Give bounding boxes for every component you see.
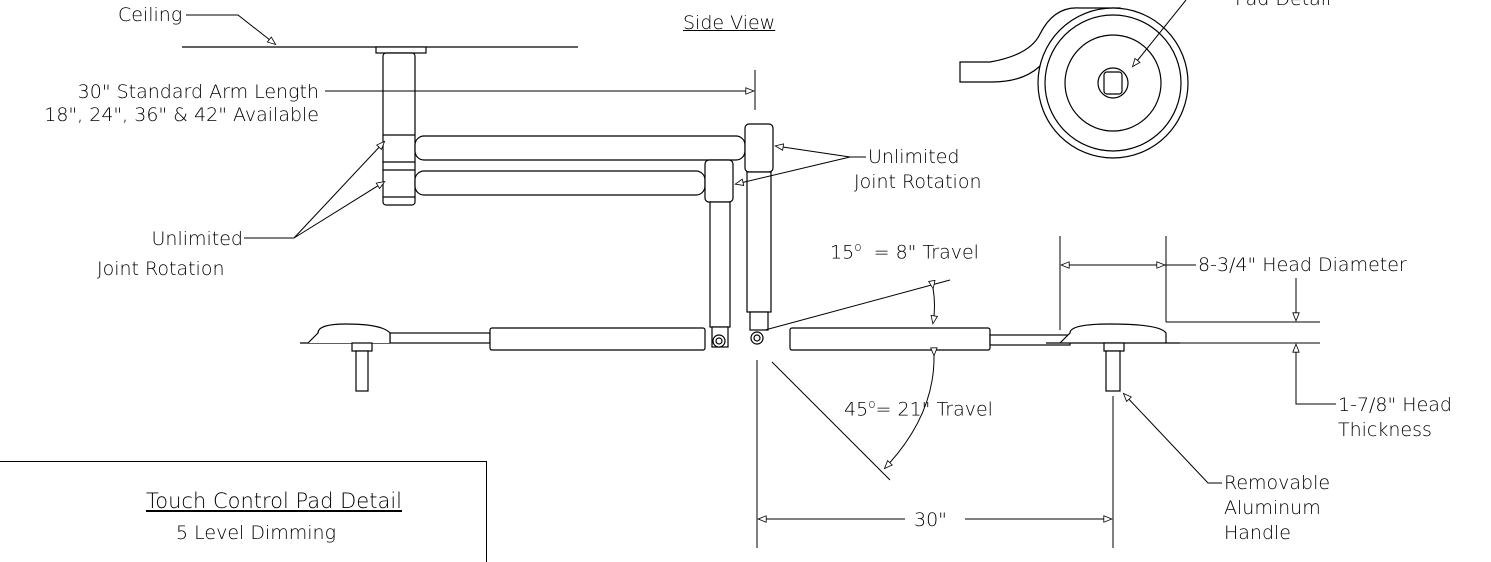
arm-length-label: 30" Standard Arm Length xyxy=(77,81,319,103)
travel-15-text: = 8" Travel xyxy=(873,241,979,264)
handle-label: Removable xyxy=(1224,472,1331,494)
available-lengths-label: 18", 24", 36" & 42" Available xyxy=(44,104,319,126)
pad-detail-label: Pad Detail xyxy=(1235,0,1331,10)
thickness-arrow-bottom xyxy=(1292,343,1336,405)
joint-leader-upper xyxy=(774,143,851,158)
degree-symbol: o xyxy=(854,240,862,254)
ceiling-label: Ceiling xyxy=(118,4,183,26)
degree-symbol: o xyxy=(868,397,876,411)
handle-label-3: Handle xyxy=(1224,522,1292,544)
reach-30-label: 30" xyxy=(914,509,947,531)
right-head-arm xyxy=(750,327,1071,351)
travel-45-text: = 21" Travel xyxy=(875,398,993,421)
pad-detail-leader xyxy=(1131,0,1187,68)
unlimited-right-label: Unlimited xyxy=(868,146,960,168)
head-diameter-label: 8-3/4" Head Diameter xyxy=(1198,254,1407,276)
joint-leader-left-2 xyxy=(293,181,386,239)
travel-45-degrees: 45 xyxy=(844,398,869,421)
joint-leader-lower xyxy=(734,156,851,186)
upper-arm xyxy=(414,123,774,331)
right-light-head xyxy=(1046,323,1180,392)
joint-rotation-right-label: Joint Rotation xyxy=(854,171,982,193)
touch-pad-detail-box xyxy=(0,461,487,562)
handle-leader xyxy=(1122,392,1222,484)
unlimited-left-label: Unlimited xyxy=(151,228,244,250)
side-view-label: Side View xyxy=(683,12,776,34)
travel-15-line xyxy=(764,279,951,331)
travel-45-label: 45o= 21" Travel xyxy=(844,393,993,420)
touch-pad-title: Touch Control Pad Detail xyxy=(146,489,402,513)
travel-15-label: 15o = 8" Travel xyxy=(830,236,979,263)
handle-label-2: Aluminum xyxy=(1224,497,1321,519)
pad-detail-drawing xyxy=(959,7,1189,159)
head-thickness-label: 1-7/8" Head xyxy=(1338,394,1452,416)
lower-arm xyxy=(414,159,734,348)
head-thickness-label-2: Thickness xyxy=(1338,419,1432,441)
ceiling-leader xyxy=(186,14,277,46)
travel-15-arc xyxy=(928,279,939,325)
travel-45-arc xyxy=(883,347,938,470)
joint-rotation-left-label: Joint Rotation xyxy=(97,258,225,280)
travel-15-degrees: 15 xyxy=(830,241,855,264)
left-light-head xyxy=(300,323,391,392)
joint-leader-left-1 xyxy=(293,140,386,239)
left-head-arm xyxy=(389,327,726,351)
travel-45-line xyxy=(771,361,891,481)
touch-pad-subtitle: 5 Level Dimming xyxy=(176,522,336,544)
